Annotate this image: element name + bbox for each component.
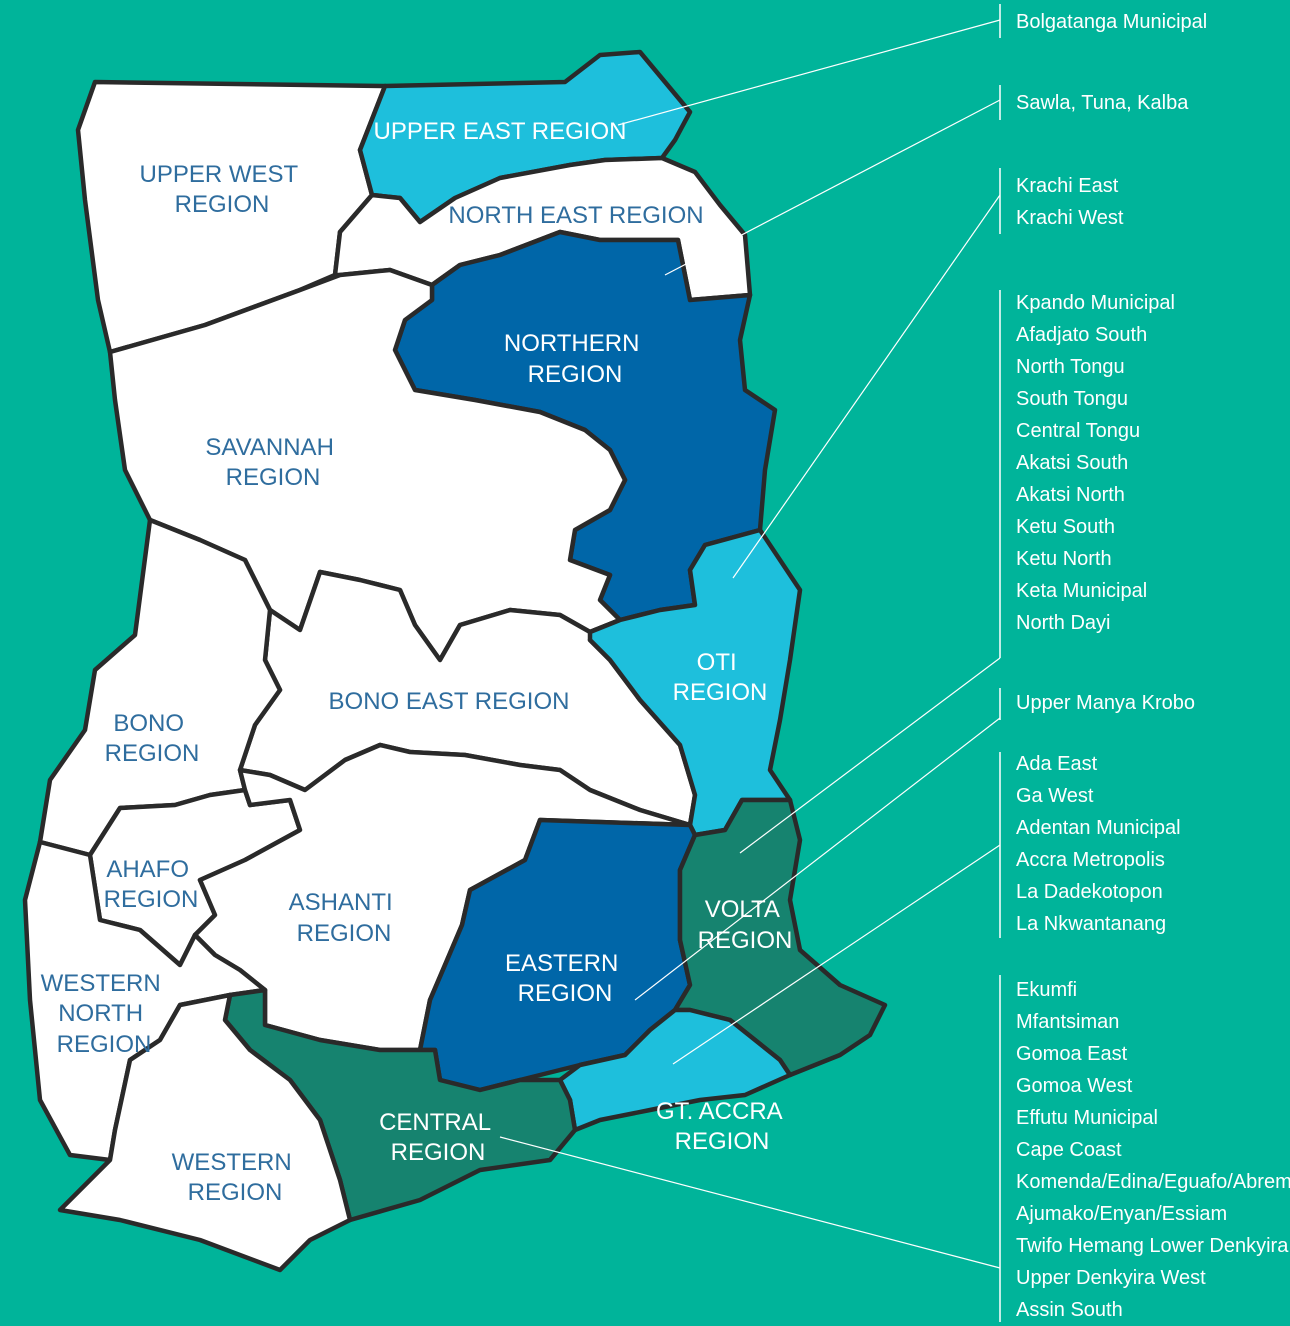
district-item: Akatsi South — [1016, 452, 1129, 474]
region-oti[interactable] — [587, 527, 803, 838]
label-western: WESTERN REGION — [172, 1149, 299, 1206]
district-item: Ekumfi — [1016, 979, 1078, 1001]
label-oti: OTI REGION — [673, 649, 768, 706]
label-northern: NORTHERN REGION — [504, 330, 646, 388]
label-line: REGION — [57, 1031, 152, 1058]
label-line: REGION — [226, 464, 321, 491]
district-item: Effutu Municipal — [1016, 1107, 1158, 1129]
label-line: REGION — [188, 1179, 283, 1206]
label-upper-east: UPPER EAST REGION — [374, 118, 627, 145]
district-item: North Tongu — [1016, 356, 1125, 378]
label-line: REGION — [528, 361, 623, 388]
leader-north-east — [664, 99, 1001, 276]
district-item: Central Tongu — [1016, 420, 1141, 442]
district-item: South Tongu — [1016, 388, 1128, 410]
label-line: EASTERN — [505, 950, 618, 977]
label-line: REGION — [673, 679, 768, 706]
label-bono: BONO REGION — [105, 710, 200, 767]
district-list-oti: Krachi East Krachi West — [1016, 170, 1123, 234]
label-line: UPPER WEST — [140, 161, 299, 188]
district-list-eastern: Upper Manya Krobo — [1016, 687, 1195, 719]
leader-upper-east — [617, 19, 1001, 126]
district-list-north-east: Sawla, Tuna, Kalba — [1016, 87, 1188, 119]
district-item: Afadjato South — [1016, 324, 1148, 346]
district-item: Upper Denkyira West — [1016, 1267, 1206, 1289]
district-item: Accra Metropolis — [1016, 849, 1165, 871]
district-item: Sawla, Tuna, Kalba — [1016, 92, 1189, 114]
district-item: Ketu North — [1016, 548, 1112, 570]
label-bono-east: BONO EAST REGION — [329, 688, 570, 715]
label-line: REGION — [391, 1139, 486, 1166]
label-line: REGION — [518, 980, 613, 1007]
district-item: Komenda/Edina/Eguafo/Abrem — [1016, 1171, 1290, 1193]
label-central: CENTRAL REGION — [379, 1109, 497, 1166]
label-gt-accra: GT. ACCRA REGION — [656, 1098, 788, 1155]
leader-oti — [732, 194, 1001, 579]
label-line: REGION — [675, 1128, 770, 1155]
label-line: BONO EAST REGION — [329, 688, 570, 715]
label-line: NORTH — [58, 1000, 143, 1027]
label-ahafo: AHAFO REGION — [104, 856, 199, 913]
label-western-north: WESTERN NORTH REGION — [41, 970, 168, 1058]
district-item: Kpando Municipal — [1016, 292, 1175, 314]
leader-central — [499, 1136, 1001, 1269]
label-eastern: EASTERN REGION — [505, 950, 625, 1007]
label-line: NORTH EAST REGION — [448, 202, 703, 229]
district-item: Cape Coast — [1016, 1139, 1122, 1161]
district-list-central: Ekumfi Mfantsiman Gomoa East Gomoa West … — [1016, 974, 1290, 1326]
label-north-east: NORTH EAST REGION — [448, 202, 703, 229]
label-line: UPPER EAST REGION — [374, 118, 627, 145]
label-upper-west: UPPER WEST REGION — [140, 161, 305, 218]
label-volta: VOLTA REGION — [698, 896, 793, 954]
label-line: WESTERN — [172, 1149, 292, 1176]
leader-eastern — [634, 717, 1001, 1001]
label-line: VOLTA — [705, 896, 780, 923]
region-gt-accra[interactable] — [557, 1007, 793, 1133]
label-line: REGION — [104, 886, 199, 913]
district-list-gt-accra: Ada East Ga West Adentan Municipal Accra… — [1016, 748, 1181, 940]
district-list-volta: Kpando Municipal Afadjato South North To… — [1016, 287, 1175, 639]
district-item: Gomoa West — [1016, 1075, 1133, 1097]
district-item: Krachi West — [1016, 207, 1124, 229]
label-line: AHAFO — [106, 856, 189, 883]
district-item: Upper Manya Krobo — [1016, 692, 1195, 714]
label-line: BONO — [113, 710, 184, 737]
district-list-upper-east: Bolgatanga Municipal — [1016, 6, 1207, 38]
district-item: La Dadekotopon — [1016, 881, 1163, 903]
label-line: ASHANTI — [289, 889, 393, 916]
district-item: Krachi East — [1016, 175, 1119, 197]
label-line: GT. ACCRA — [656, 1098, 783, 1125]
label-line: CENTRAL — [379, 1109, 491, 1136]
leader-volta — [739, 657, 1001, 854]
district-item: Akatsi North — [1016, 484, 1125, 506]
label-line: REGION — [175, 191, 270, 218]
label-savannah: SAVANNAH REGION — [205, 434, 340, 491]
district-item: Assin South — [1016, 1299, 1123, 1321]
district-item: Bolgatanga Municipal — [1016, 11, 1208, 33]
region-volta[interactable] — [672, 797, 888, 1078]
district-item: Mfantsiman — [1016, 1011, 1120, 1033]
label-line: REGION — [105, 740, 200, 767]
region-western[interactable] — [57, 992, 353, 1273]
label-ashanti: ASHANTI REGION — [289, 889, 400, 947]
label-line: REGION — [698, 927, 793, 954]
district-item: Ada East — [1016, 753, 1098, 775]
label-line: REGION — [297, 920, 392, 947]
district-item: Ketu South — [1016, 516, 1115, 538]
district-item: Twifo Hemang Lower Denkyira — [1016, 1235, 1289, 1257]
district-item: Gomoa East — [1016, 1043, 1128, 1065]
district-item: Ajumako/Enyan/Essiam — [1016, 1203, 1228, 1225]
district-item: Adentan Municipal — [1016, 817, 1181, 839]
label-line: WESTERN — [41, 970, 161, 997]
district-item: Ga West — [1016, 785, 1094, 807]
district-item: La Nkwantanang — [1016, 913, 1167, 935]
label-line: NORTHERN — [504, 330, 640, 357]
district-item: North Dayi — [1016, 612, 1111, 634]
leader-gt-accra — [672, 844, 1001, 1065]
district-item: Keta Municipal — [1016, 580, 1148, 602]
label-line: OTI — [697, 649, 737, 676]
label-line: SAVANNAH — [205, 434, 333, 461]
